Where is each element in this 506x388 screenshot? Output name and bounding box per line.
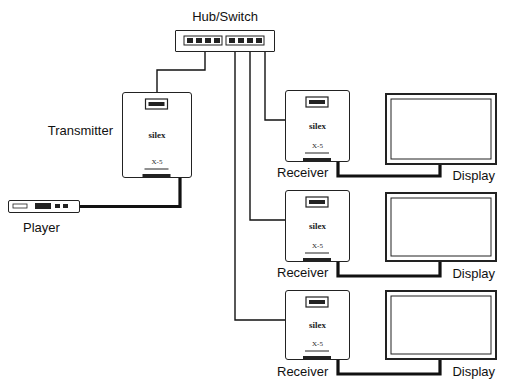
video-cable xyxy=(80,178,180,207)
receiver-box: ReceiversilexX-5 xyxy=(285,290,350,360)
network-cable xyxy=(265,52,285,120)
brand-logo: silex xyxy=(286,121,349,131)
device-label: Hub/Switch xyxy=(192,9,258,24)
hub-switch: Hub/Switch xyxy=(175,30,275,52)
transmitter-box: TransmittersilexX-5 xyxy=(122,92,192,178)
device-label: Receiver xyxy=(277,364,328,379)
device-label: Receiver xyxy=(277,165,328,180)
device-label: Transmitter xyxy=(48,123,113,138)
video-cable xyxy=(338,360,440,374)
display-detail xyxy=(387,292,495,358)
display-detail xyxy=(387,95,495,163)
model-number: X-5 xyxy=(286,340,349,348)
network-cable xyxy=(250,52,285,220)
player-device: Player xyxy=(8,200,80,213)
display-detail xyxy=(387,194,495,260)
brand-logo: silex xyxy=(123,130,191,140)
display-screen: Display xyxy=(385,290,497,360)
display-screen: Display xyxy=(385,93,497,165)
video-cable xyxy=(338,262,440,276)
device-label: Display xyxy=(452,364,495,379)
display-screen: Display xyxy=(385,192,497,262)
device-label: Receiver xyxy=(277,265,328,280)
model-number: X-5 xyxy=(286,142,349,150)
device-label: Display xyxy=(452,266,495,281)
receiver-box: ReceiversilexX-5 xyxy=(285,190,350,262)
brand-logo: silex xyxy=(286,221,349,231)
device-label: Display xyxy=(452,168,495,183)
model-number: X-5 xyxy=(123,158,191,166)
player-detail xyxy=(9,201,79,212)
model-number: X-5 xyxy=(286,242,349,250)
brand-logo: silex xyxy=(286,320,349,330)
hub-detail xyxy=(176,31,274,51)
receiver-box: ReceiversilexX-5 xyxy=(285,90,350,162)
network-cable xyxy=(157,52,205,92)
device-label: Player xyxy=(23,220,60,235)
